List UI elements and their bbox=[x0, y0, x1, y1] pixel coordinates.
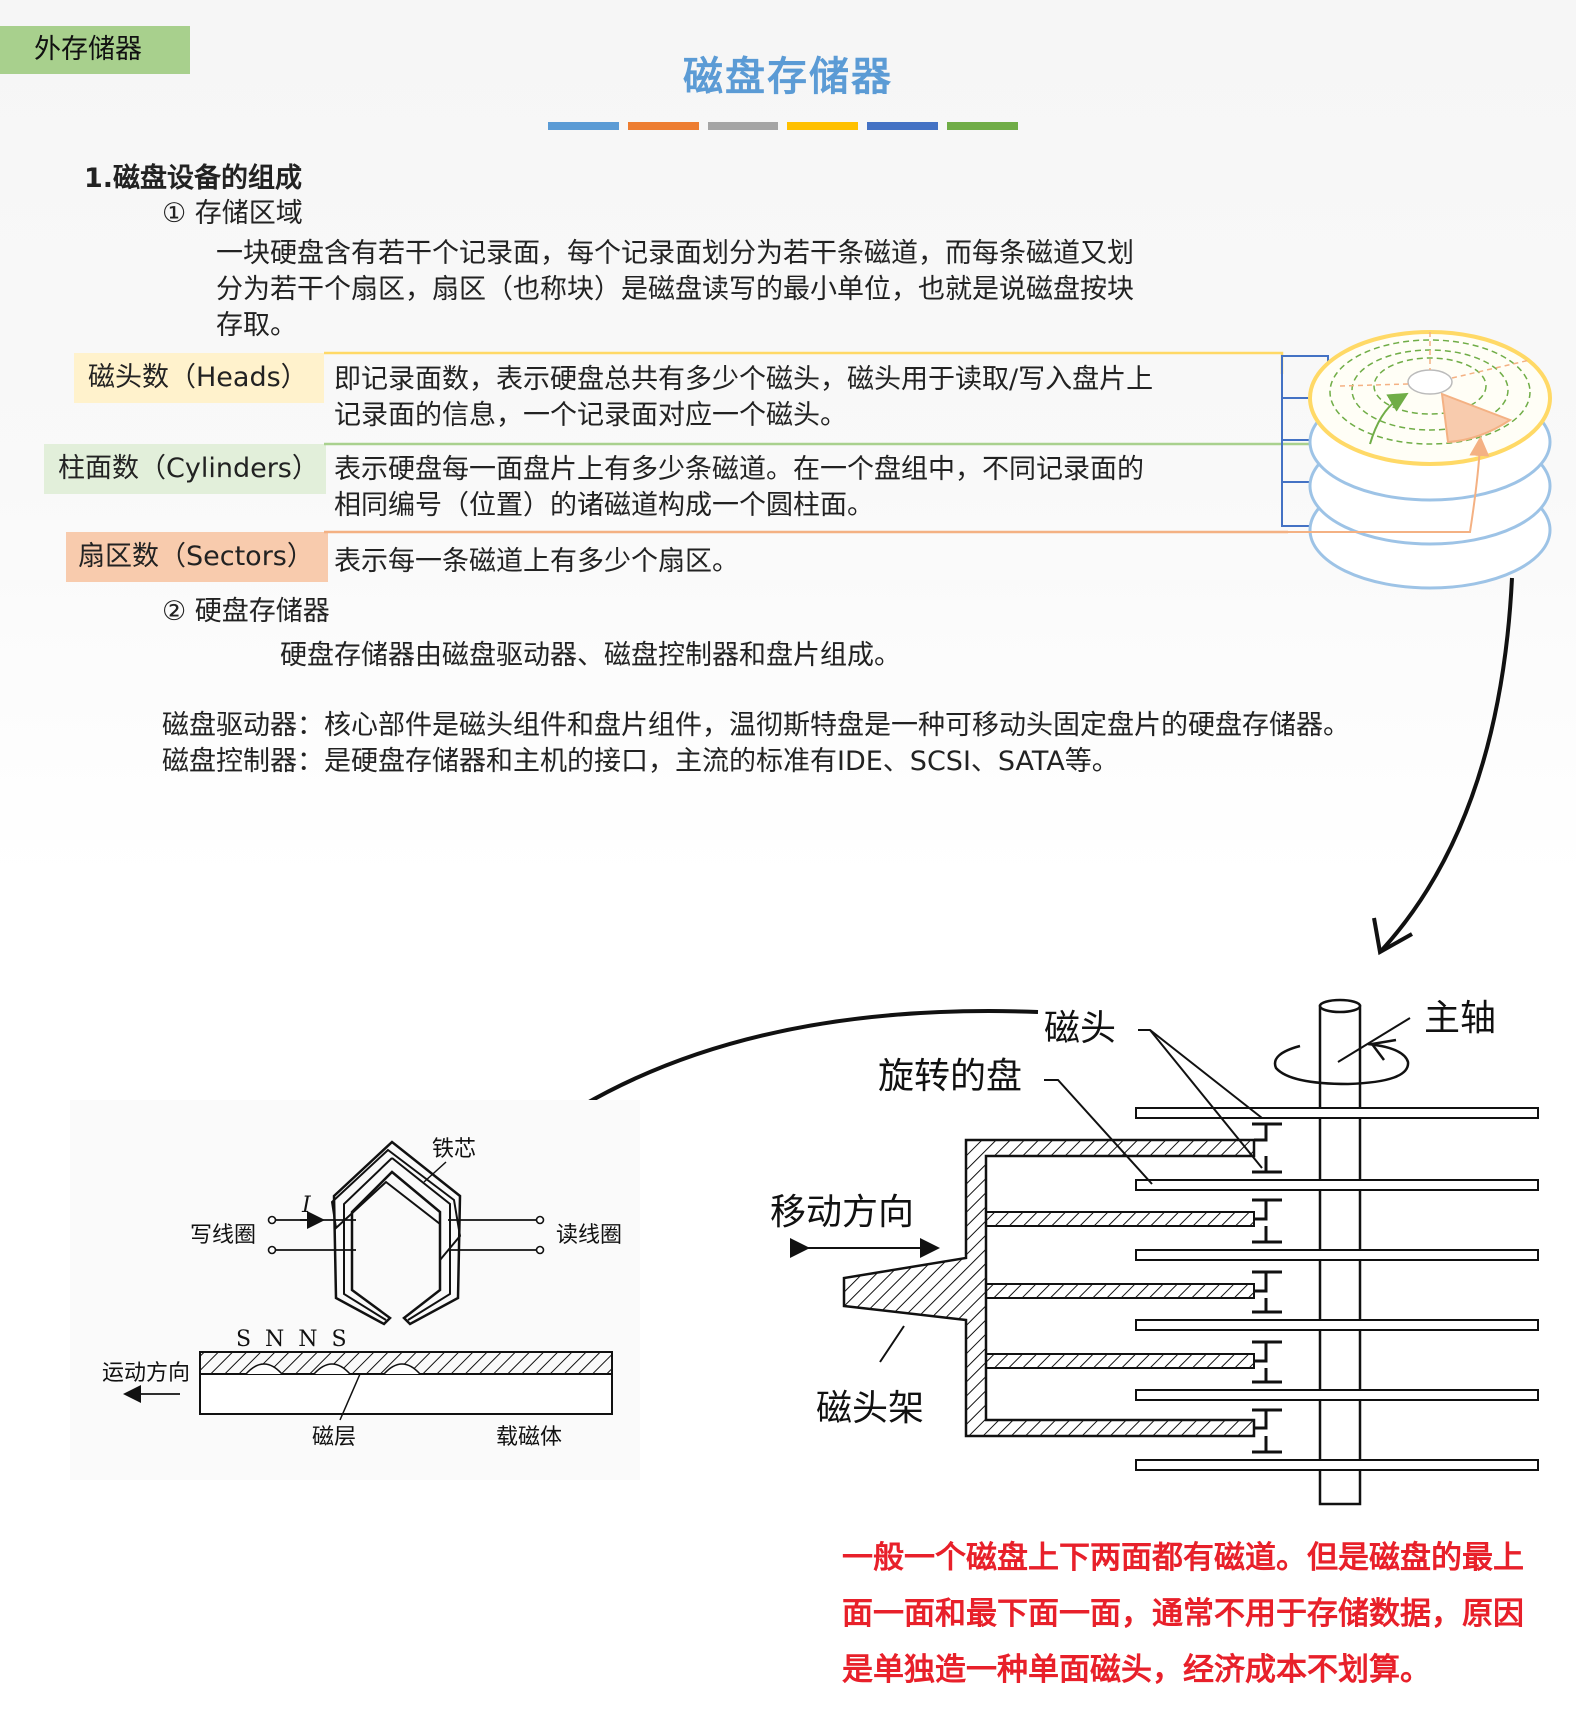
section-tag: 外存储器 bbox=[0, 26, 190, 74]
iron-core-inner bbox=[343, 1157, 451, 1321]
head-pair bbox=[1252, 1198, 1282, 1244]
head-arm-carriage bbox=[842, 1138, 1256, 1438]
terminal bbox=[267, 1245, 277, 1255]
platter bbox=[1135, 1107, 1539, 1119]
terminal bbox=[535, 1215, 545, 1225]
cylinder-arrow bbox=[1369, 392, 1409, 445]
sector-arrow bbox=[1288, 436, 1490, 533]
iron-core bbox=[332, 1140, 462, 1326]
sector-divider bbox=[1451, 359, 1531, 379]
title-bar bbox=[627, 122, 699, 130]
title-bar bbox=[867, 122, 939, 130]
leader-line bbox=[339, 1373, 361, 1421]
rotation-arrow bbox=[1273, 1042, 1410, 1086]
term-desc-line: 记录面的信息，一个记录面对应一个磁头。 bbox=[334, 400, 847, 431]
paragraph-line: 存取。 bbox=[216, 310, 297, 341]
paragraph-hard-disk: 硬盘存储器由磁盘驱动器、磁盘控制器和盘片组成。 bbox=[280, 640, 901, 671]
term-label-sectors: 扇区数（Sectors） bbox=[66, 532, 328, 582]
title-bar bbox=[707, 122, 779, 130]
term-desc-line: 相同编号（位置）的诸磁道构成一个圆柱面。 bbox=[334, 490, 874, 521]
terminal bbox=[267, 1215, 277, 1225]
section-heading: 1.磁盘设备的组成 bbox=[84, 163, 303, 194]
head-arm bbox=[985, 1283, 1255, 1299]
arm-leader bbox=[879, 1325, 905, 1363]
title-bar bbox=[787, 122, 859, 130]
head-leader bbox=[1138, 1029, 1263, 1119]
magnetic-head-diagram: 铁芯 I 写线圈 读线圈 S N N S 运动方向 磁层 载磁体 bbox=[70, 1100, 640, 1480]
paragraph-line: 分为若干个扇区，扇区（也称块）是磁盘读写的最小单位，也就是说磁盘按块 bbox=[216, 274, 1134, 305]
platter bbox=[1135, 1319, 1539, 1331]
sector-divider bbox=[1339, 383, 1409, 387]
paragraph-line: 磁盘控制器：是硬盘存储器和主机的接口，主流的标准有IDE、SCSI、SATA等。 bbox=[162, 746, 1119, 777]
substrate bbox=[199, 1373, 613, 1415]
disk-stack-illustration bbox=[1281, 330, 1552, 590]
subheading-hard-disk: ② 硬盘存储器 bbox=[162, 596, 330, 627]
label-carrier: 载磁体 bbox=[496, 1425, 562, 1450]
hand-arrow-to-drive bbox=[1380, 577, 1514, 952]
spindle-hole bbox=[1407, 369, 1453, 395]
label-spindle: 主轴 bbox=[1424, 998, 1496, 1039]
term-desc-line: 表示硬盘每一面盘片上有多少条磁道。在一个盘组中，不同记录面的 bbox=[334, 454, 1144, 485]
label-move-direction: 移动方向 bbox=[770, 1192, 914, 1233]
term-desc-cylinders: 表示硬盘每一面盘片上有多少条磁道。在一个盘组中，不同记录面的 相同编号（位置）的… bbox=[334, 452, 1144, 524]
slide-title: 磁盘存储器 bbox=[683, 53, 893, 100]
track bbox=[1329, 339, 1531, 445]
platter bbox=[1135, 1459, 1539, 1471]
hand-arrow-head bbox=[1372, 917, 1413, 956]
annotation-line: 是单独造一种单面磁头，经济成本不划算。 bbox=[842, 1652, 1431, 1688]
term-label-cylinders: 柱面数（Cylinders） bbox=[44, 444, 326, 494]
head-pair bbox=[1252, 1122, 1282, 1174]
head-arm bbox=[985, 1211, 1255, 1227]
label-magnetic-layer: 磁层 bbox=[312, 1425, 356, 1450]
rotation-arrow-head bbox=[1369, 1038, 1397, 1061]
head-pair bbox=[1252, 1408, 1282, 1454]
paragraph-line: 磁盘驱动器：核心部件是磁头组件和盘片组件，温彻斯特盘是一种可移动头固定盘片的硬盘… bbox=[162, 710, 1350, 741]
track bbox=[1373, 357, 1487, 415]
term-connectors bbox=[324, 351, 1370, 534]
term-desc-line: 表示每一条磁道上有多少个扇区。 bbox=[334, 546, 739, 577]
head-pair bbox=[1252, 1340, 1282, 1384]
label-poles: S N N S bbox=[236, 1327, 347, 1352]
head-diagram-background bbox=[70, 1100, 640, 1480]
read-write-heads bbox=[1252, 1122, 1282, 1454]
term-label-heads: 磁头数（Heads） bbox=[74, 353, 324, 403]
label-head-arm: 磁头架 bbox=[816, 1388, 924, 1429]
term-desc-sectors: 表示每一条磁道上有多少个扇区。 bbox=[334, 544, 739, 580]
leader-line bbox=[1337, 1017, 1411, 1063]
label-core: 铁芯 bbox=[432, 1137, 476, 1162]
annotation-line: 一般一个磁盘上下两面都有磁道。但是磁盘的最上 bbox=[842, 1540, 1524, 1576]
spindle-top bbox=[1318, 998, 1362, 1014]
label-platter: 旋转的盘 bbox=[878, 1056, 1022, 1097]
term-desc-line: 即记录面数，表示硬盘总共有多少个磁头，磁头用于读取/写入盘片上 bbox=[334, 364, 1154, 395]
subheading-storage-area: ① 存储区域 bbox=[162, 198, 303, 229]
red-annotation: 一般一个磁盘上下两面都有磁道。但是磁盘的最上 面一面和最下面一面，通常不用于存储… bbox=[842, 1530, 1524, 1698]
sector-highlight bbox=[1440, 392, 1513, 444]
label-write-coil: 写线圈 bbox=[190, 1223, 256, 1248]
terminal bbox=[535, 1245, 545, 1255]
platter-leader bbox=[1044, 1079, 1153, 1185]
label-current: I bbox=[301, 1193, 312, 1218]
label-motion: 运动方向 bbox=[102, 1361, 190, 1386]
label-head: 磁头 bbox=[1044, 1008, 1116, 1049]
leader-line bbox=[423, 1161, 447, 1183]
disk-drive-diagram: 磁头 主轴 旋转的盘 移动方向 磁头架 bbox=[770, 998, 1539, 1506]
paragraph-line: 一块硬盘含有若干个记录面，每个记录面划分为若干条磁道，而每条磁道又划 bbox=[216, 238, 1134, 269]
head-pair bbox=[1252, 1270, 1282, 1314]
head-arm bbox=[985, 1353, 1255, 1369]
title-bar bbox=[548, 122, 619, 130]
term-desc-heads: 即记录面数，表示硬盘总共有多少个磁头，磁头用于读取/写入盘片上 记录面的信息，一… bbox=[334, 362, 1153, 434]
annotation-line: 面一面和最下面一面，通常不用于存储数据，原因 bbox=[842, 1596, 1524, 1632]
platter bbox=[1135, 1389, 1539, 1401]
paragraph-storage-area: 一块硬盘含有若干个记录面，每个记录面划分为若干条磁道，而每条磁道又划 分为若干个… bbox=[216, 236, 1134, 344]
platter bbox=[1135, 1249, 1539, 1261]
head-leader bbox=[1149, 1029, 1263, 1169]
title-underline-bars bbox=[548, 122, 1018, 130]
platter bbox=[1135, 1179, 1539, 1191]
label-read-coil: 读线圈 bbox=[556, 1223, 622, 1248]
paragraph-drive-controller: 磁盘驱动器：核心部件是磁头组件和盘片组件，温彻斯特盘是一种可移动头固定盘片的硬盘… bbox=[162, 708, 1350, 780]
connector-heads bbox=[324, 351, 1284, 374]
title-bar bbox=[947, 122, 1018, 130]
magnetized-domains bbox=[245, 1363, 421, 1375]
